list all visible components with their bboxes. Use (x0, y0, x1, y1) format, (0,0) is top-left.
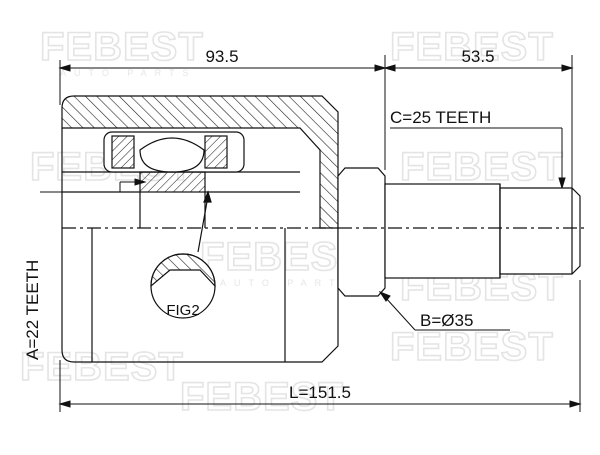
outer-spline-label: C=25 TEETH (390, 108, 491, 127)
total-length-dimension (58, 280, 582, 412)
body-length-label: 93.5 (205, 47, 238, 66)
watermark-brand: FEBEST (20, 345, 184, 389)
shaft-length-label: 53.5 (461, 47, 494, 66)
fig2-label: FIG2 (166, 302, 199, 319)
diameter-label: B=Ø35 (420, 311, 473, 330)
watermark-brand: FEBEST (400, 145, 564, 189)
watermark-brand: FEBEST (390, 325, 554, 369)
output-shaft (337, 167, 585, 297)
joint-housing (61, 95, 339, 363)
watermark-sub: AUTO PARTS (220, 278, 357, 288)
watermark-brand: FEBEST (180, 375, 344, 419)
watermark-brand: FEBEST (200, 235, 364, 279)
diameter-leader (378, 290, 510, 331)
watermark-brand: FEBEST (390, 25, 554, 69)
watermark-brand: FEBEST (40, 25, 204, 69)
inner-spline-label: A=22 TEETH (23, 260, 42, 360)
fig2-detail (150, 190, 216, 319)
watermark: FEBEST AUTO PARTS FEBEST FEBEST FEBEST F… (19, 24, 564, 420)
inner-spline-leader (40, 178, 147, 193)
top-dimension (58, 55, 574, 195)
outer-spline-leader (390, 127, 566, 190)
total-length-label: L=151.5 (289, 383, 351, 402)
watermark-sub: AUTO PARTS (60, 68, 197, 78)
